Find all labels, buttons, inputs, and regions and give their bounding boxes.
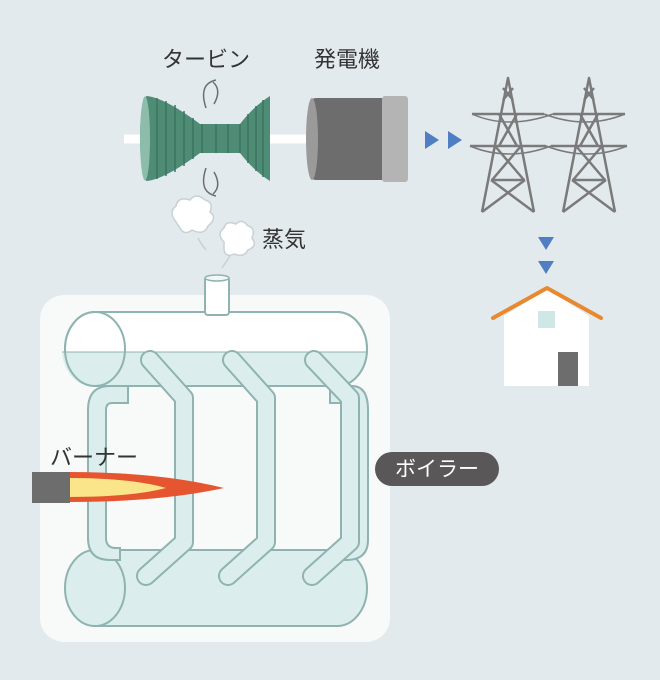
transmission-tower [551, 76, 627, 214]
house-window [538, 311, 555, 328]
turbine-label: タービン [162, 48, 251, 73]
house-door [558, 352, 578, 386]
rotation-arrow-icon [202, 79, 217, 197]
riser-tubes [136, 350, 360, 586]
transmission-towers [469, 76, 628, 214]
boiler-badge: ボイラー [375, 452, 499, 486]
flame-inner [68, 478, 166, 497]
burner [32, 472, 224, 503]
power-lines [469, 113, 628, 155]
flow-arrow-right [425, 131, 462, 149]
steam-clouds [171, 195, 255, 269]
burner-nozzle [32, 472, 70, 503]
transmission-tower [470, 76, 546, 214]
turbine [124, 79, 312, 197]
generator-label: 発電機 [314, 48, 381, 73]
steam-label: 蒸気 [262, 228, 307, 253]
house [491, 286, 603, 386]
flow-arrow-down [538, 237, 554, 274]
steam-drum [62, 311, 368, 387]
burner-label: バーナー [50, 446, 139, 471]
steam-outlet [204, 276, 230, 316]
generator [306, 96, 408, 182]
